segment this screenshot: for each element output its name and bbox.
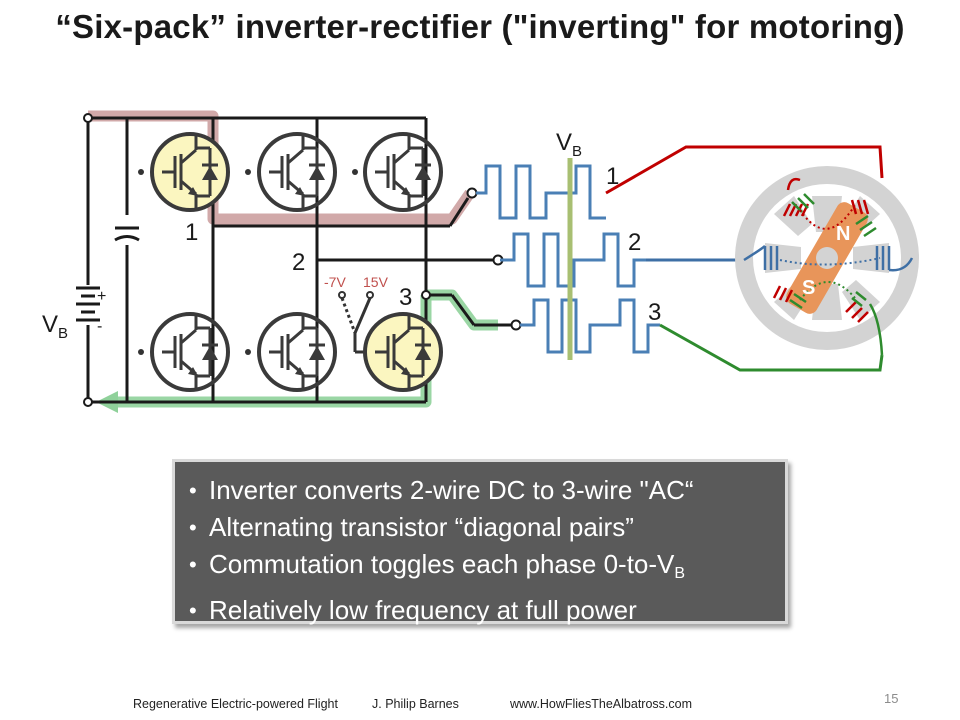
gate-neg-label: -7V bbox=[324, 274, 346, 290]
vb-source-label: VB bbox=[42, 311, 68, 342]
phase-label-3: 3 bbox=[399, 284, 412, 311]
footer-url: www.HowFliesTheAlbatross.com bbox=[510, 697, 692, 711]
rotor-south: S bbox=[802, 277, 815, 299]
battery-symbol bbox=[76, 286, 100, 322]
phase-label-2: 2 bbox=[292, 249, 305, 276]
phase-label-1: 1 bbox=[185, 219, 198, 246]
upper-switch-2 bbox=[257, 132, 337, 212]
wave-phase-1: 1 bbox=[606, 163, 619, 190]
motor: N S bbox=[735, 166, 919, 356]
page-number: 15 bbox=[884, 691, 899, 706]
wave-phase-3: 3 bbox=[648, 299, 661, 326]
phase-waveforms bbox=[476, 164, 660, 354]
gate-pos-label: 15V bbox=[363, 274, 389, 290]
vb-wave-label: VB bbox=[556, 129, 582, 160]
bullet-1: Inverter converts 2-wire DC to 3-wire "A… bbox=[189, 472, 775, 509]
lower-switch-1 bbox=[150, 312, 230, 392]
bullet-3: Commutation toggles each phase 0-to-VB bbox=[189, 546, 775, 592]
rotor-north: N bbox=[836, 223, 850, 245]
bullet-4: Relatively low frequency at full power bbox=[189, 592, 775, 629]
footer-title: Regenerative Electric-powered Flight bbox=[133, 697, 338, 711]
battery-plus: + bbox=[97, 288, 106, 305]
footer-author: J. Philip Barnes bbox=[372, 697, 459, 711]
wave-phase-2: 2 bbox=[628, 229, 641, 256]
upper-switch-3 bbox=[363, 132, 443, 212]
battery-minus: - bbox=[97, 318, 102, 335]
capacitor-symbol bbox=[114, 226, 140, 242]
bullet-2: Alternating transistor “diagonal pairs” bbox=[189, 509, 775, 546]
summary-callout: Inverter converts 2-wire DC to 3-wire "A… bbox=[172, 459, 788, 629]
slide-title: “Six-pack” inverter-rectifier ("invertin… bbox=[55, 8, 905, 45]
lower-switch-2 bbox=[257, 312, 337, 392]
